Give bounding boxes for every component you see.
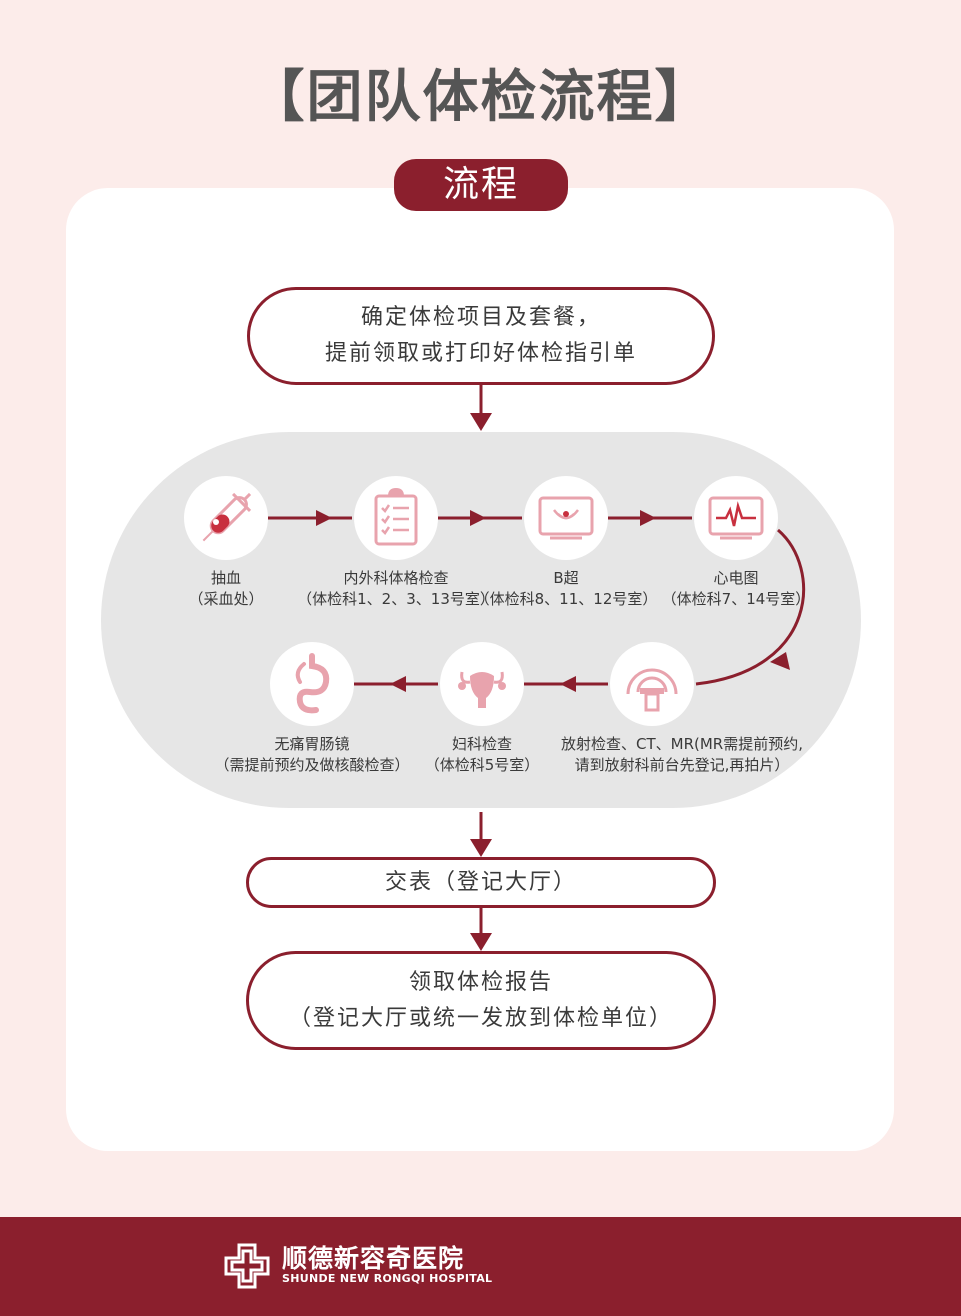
station-gynecology-name: 妇科检查 — [451, 735, 512, 753]
station-physical-detail: （体检科1、2、3、13号室） — [297, 590, 495, 608]
page-title: 【团队体检流程】 — [248, 65, 713, 130]
blood-tube-icon — [202, 492, 252, 542]
station-ultrasound-name: B超 — [553, 569, 579, 587]
footer-bar: 顺德新容奇医院 SHUNDE NEW RONGQI HOSPITAL — [0, 1217, 961, 1316]
station-ecg-detail: （体检科7、14号室） — [661, 590, 811, 608]
station-physical-label: 内外科体格检查 （体检科1、2、3、13号室） — [266, 568, 526, 610]
station-blood-name: 抽血 — [210, 569, 241, 587]
section-tab: 流程 — [394, 159, 568, 211]
station-gynecology-label: 妇科检查 （体检科5号室） — [352, 734, 612, 776]
step-report-line2: （登记大厅或统一发放到体检单位） — [288, 1005, 673, 1031]
station-ultrasound-label: B超 （体检科8、11、12号室） — [436, 568, 696, 610]
step-submit-label: 交表（登记大厅） — [384, 869, 577, 895]
station-physical-name: 内外科体格检查 — [343, 569, 449, 587]
ecg-monitor-icon — [708, 496, 764, 540]
station-radiology-label: 放射检查、CT、MR(MR需提前预约, 请到放射科前台先登记,再拍片） — [552, 734, 812, 776]
station-endoscopy — [270, 642, 354, 726]
station-radiology-name: 放射检查、CT、MR(MR需提前预约, — [561, 735, 803, 753]
step-prepare-box: 确定体检项目及套餐， 提前领取或打印好体检指引单 — [247, 287, 715, 385]
station-ecg — [694, 476, 778, 560]
station-ultrasound-detail: （体检科8、11、12号室） — [474, 590, 658, 608]
station-gynecology — [440, 642, 524, 726]
step-submit-box: 交表（登记大厅） — [246, 857, 716, 908]
clipboard-checklist-icon — [374, 488, 418, 546]
station-blood-label: 抽血 （采血处） — [96, 568, 356, 610]
hospital-logo-icon — [224, 1243, 270, 1289]
station-gynecology-detail: （体检科5号室） — [424, 756, 540, 774]
station-ecg-name: 心电图 — [713, 569, 759, 587]
station-ultrasound — [524, 476, 608, 560]
step-report-line1: 领取体检报告 — [408, 969, 553, 995]
station-endoscopy-label: 无痛胃肠镜 （需提前预约及做核酸检查） — [182, 734, 442, 776]
down-arrow-icon — [470, 385, 492, 431]
hospital-name: 顺德新容奇医院 — [282, 1244, 465, 1273]
step-report-box: 领取体检报告 （登记大厅或统一发放到体检单位） — [246, 951, 716, 1050]
station-blood-detail: （采血处） — [188, 590, 264, 608]
down-arrow-icon — [470, 908, 492, 951]
station-endoscopy-detail: （需提前预约及做核酸检查） — [214, 756, 410, 774]
ct-scanner-icon — [626, 668, 678, 712]
station-radiology — [610, 642, 694, 726]
uterus-icon — [458, 671, 506, 708]
station-physical — [354, 476, 438, 560]
step-prepare-line1: 确定体检项目及套餐， — [360, 305, 601, 330]
station-radiology-detail: 请到放射科前台先登记,再拍片） — [574, 756, 790, 774]
station-ecg-label: 心电图 （体检科7、14号室） — [606, 568, 866, 610]
step-prepare-line2: 提前领取或打印好体检指引单 — [324, 341, 637, 366]
station-endoscopy-name: 无痛胃肠镜 — [274, 735, 350, 753]
stomach-intestine-icon — [295, 653, 330, 714]
down-arrow-icon — [470, 812, 492, 857]
ultrasound-monitor-icon — [538, 496, 594, 540]
hospital-name-en: SHUNDE NEW RONGQI HOSPITAL — [282, 1272, 493, 1285]
station-blood — [184, 476, 268, 560]
